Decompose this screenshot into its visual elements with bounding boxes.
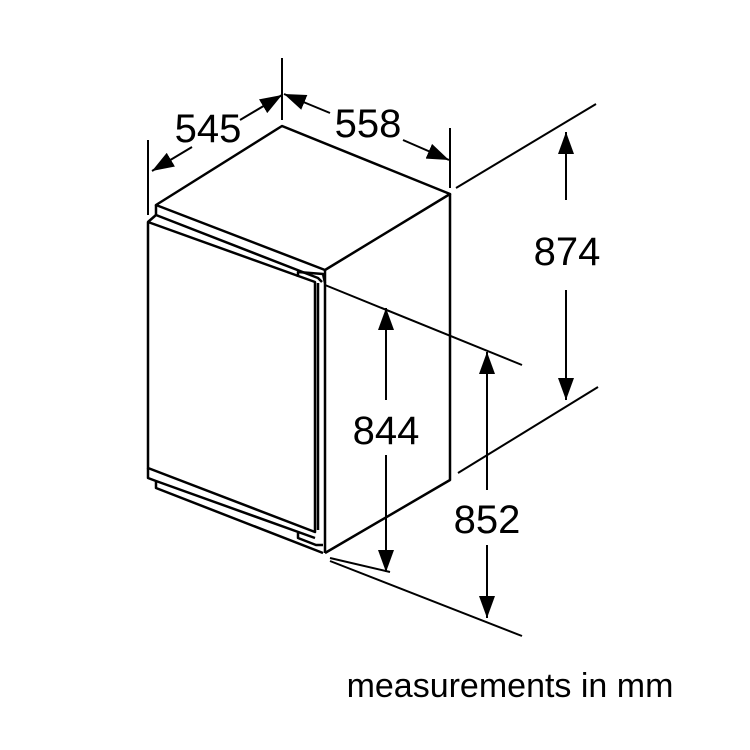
width-label: 558 [335,102,402,146]
appliance-height-label: 844 [353,409,420,453]
width-arrow [283,93,331,114]
height-max-label: 852 [454,498,521,542]
depth-label: 545 [175,107,242,151]
niche-height-label: 874 [534,230,601,274]
cabinet-side [323,194,452,555]
door [146,220,317,534]
units-note: measurements in mm [347,667,674,705]
depth-arrow [239,94,283,121]
plinth [146,468,324,555]
